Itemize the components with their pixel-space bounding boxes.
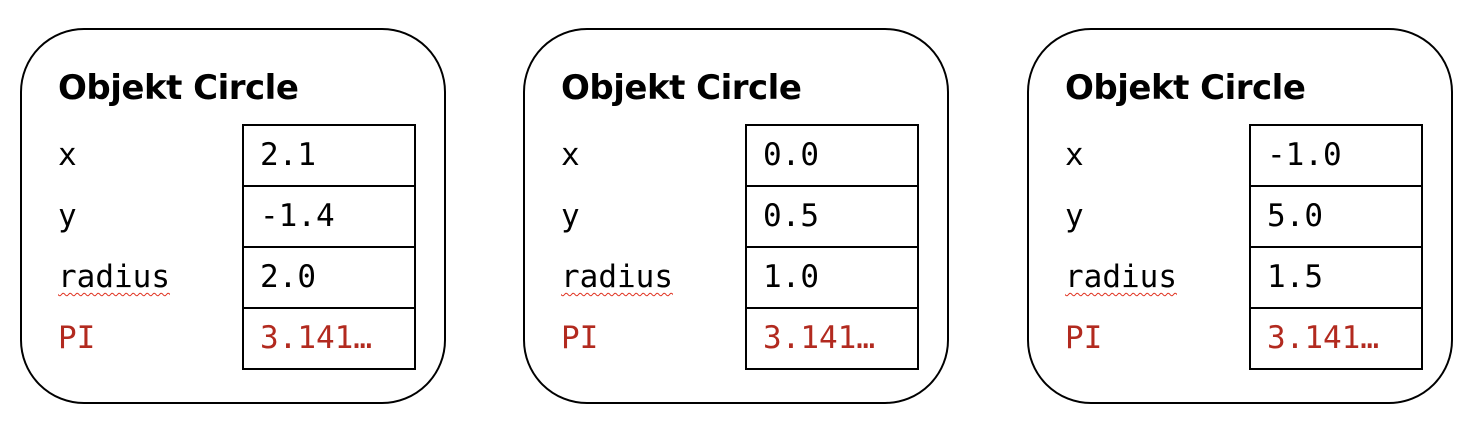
object-title: Objekt Circle	[561, 68, 802, 108]
field-value-radius: 1.0	[745, 246, 919, 309]
field-label-x: x	[58, 137, 77, 173]
field-value-y: 5.0	[1249, 185, 1423, 248]
object-title: Objekt Circle	[1065, 68, 1306, 108]
field-value-radius: 2.0	[242, 246, 416, 309]
field-label-x: x	[1065, 137, 1084, 173]
field-label-pi: PI	[561, 320, 599, 356]
field-label-radius: radius	[561, 259, 673, 295]
object-title: Objekt Circle	[58, 68, 299, 108]
field-label-y: y	[1065, 198, 1084, 234]
field-value-pi: 3.141…	[745, 307, 919, 370]
field-value-pi: 3.141…	[242, 307, 416, 370]
circle-object-3: Objekt Circle x -1.0 y 5.0 radius 1.5 PI…	[1027, 28, 1453, 404]
field-value-x: 2.1	[242, 124, 416, 187]
field-value-pi: 3.141…	[1249, 307, 1423, 370]
field-value-radius: 1.5	[1249, 246, 1423, 309]
field-value-y: 0.5	[745, 185, 919, 248]
field-label-radius: radius	[1065, 259, 1177, 295]
field-label-y: y	[58, 198, 77, 234]
field-value-x: -1.0	[1249, 124, 1423, 187]
circle-object-1: Objekt Circle x 2.1 y -1.4 radius 2.0 PI…	[20, 28, 446, 404]
field-label-radius: radius	[58, 259, 170, 295]
field-label-y: y	[561, 198, 580, 234]
circle-object-2: Objekt Circle x 0.0 y 0.5 radius 1.0 PI …	[523, 28, 949, 404]
field-label-pi: PI	[58, 320, 96, 356]
field-label-x: x	[561, 137, 580, 173]
field-value-x: 0.0	[745, 124, 919, 187]
field-value-y: -1.4	[242, 185, 416, 248]
field-label-pi: PI	[1065, 320, 1103, 356]
